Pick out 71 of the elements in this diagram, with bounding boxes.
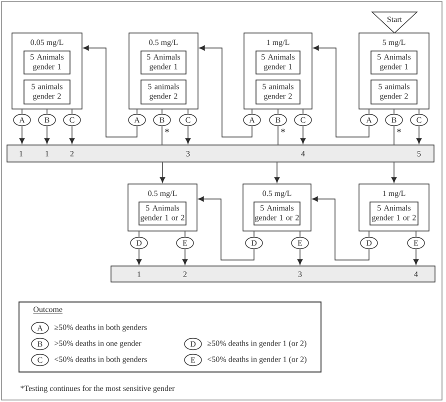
legend-text: ≥50% deaths in gender 1 (or 2) <box>208 340 306 348</box>
line <box>368 231 370 238</box>
animal-group-box: 5 Animals gender 1 <box>370 50 418 74</box>
legend-text: ≥50% deaths in both genders <box>54 324 147 332</box>
line <box>136 109 138 114</box>
legend-text: <50% deaths in gender 1 (or 2) <box>208 356 306 364</box>
legend-text: >50% deaths in one gender <box>54 340 142 348</box>
result-bar: 1 2 3 4 <box>110 266 436 282</box>
animal-group-box: 5 Animals gender 1 or 2 <box>138 202 186 226</box>
arrow <box>416 126 422 144</box>
outcome-oval: E <box>291 236 309 250</box>
outcome-oval: B <box>385 114 403 126</box>
arrow <box>199 45 252 138</box>
outcome-oval: E <box>407 236 425 250</box>
line <box>184 231 186 238</box>
line <box>302 109 304 114</box>
outcome-oval: A <box>360 114 378 126</box>
outcome-oval: A <box>13 114 31 126</box>
outcome-oval: A <box>128 114 146 126</box>
outcome-oval: B <box>38 114 56 126</box>
arrow <box>182 248 188 265</box>
line <box>418 109 420 114</box>
arrow <box>19 126 25 144</box>
arrow <box>274 162 280 183</box>
arrow <box>83 45 138 138</box>
outcome-oval: E <box>184 354 202 366</box>
outcome-oval: B <box>31 338 49 350</box>
line <box>46 109 48 114</box>
line <box>138 231 140 238</box>
asterisk: * <box>281 128 286 132</box>
arrow <box>136 248 142 265</box>
animal-group-box: 5 Animals gender 1 <box>256 50 300 74</box>
animal-group-box: 5 Animals gender 1 <box>140 50 186 74</box>
result-bar: 1 1 2 3 4 5 <box>6 144 434 162</box>
footnote: *Testing continues for the most sensitive gender <box>20 385 175 393</box>
arrow <box>44 126 50 144</box>
arrow <box>300 126 306 144</box>
legend-text: <50% deaths in both genders <box>54 356 147 364</box>
arrow <box>185 126 191 144</box>
outcome-oval: C <box>31 354 49 366</box>
outcome-oval: D <box>245 236 263 250</box>
animal-group-box: 5 animals gender 2 <box>370 80 418 104</box>
animal-group-box: 5 animals gender 2 <box>24 80 70 104</box>
asterisk: * <box>397 128 402 132</box>
outcome-oval: C <box>294 114 312 126</box>
outcome-oval: C <box>179 114 197 126</box>
animal-group-box: 5 Animals gender 1 <box>24 50 70 74</box>
outcome-oval: E <box>176 236 194 250</box>
arrow <box>413 248 419 265</box>
outcome-oval: D <box>184 338 202 350</box>
outcome-oval: D <box>130 236 148 250</box>
arrow <box>198 196 254 260</box>
arrow <box>160 162 166 183</box>
animal-group-box: 5 animals gender 2 <box>140 80 186 104</box>
outcome-oval: D <box>360 236 378 250</box>
arrow <box>391 162 397 183</box>
outcome-oval: B <box>269 114 287 126</box>
asterisk: * <box>165 128 170 132</box>
line <box>368 109 370 114</box>
arrow <box>297 248 303 265</box>
arrow <box>313 45 370 138</box>
animal-group-box: 5 animals gender 2 <box>256 80 300 104</box>
outcome-oval: C <box>410 114 428 126</box>
outcome-oval: A <box>243 114 261 126</box>
animal-group-box: 5 Animals gender 1 or 2 <box>370 202 418 226</box>
arrow <box>69 126 75 144</box>
arrow <box>312 196 370 260</box>
outcome-oval: B <box>153 114 171 126</box>
outcome-oval: A <box>31 322 49 334</box>
outcome-oval: C <box>63 114 81 126</box>
animal-group-box: 5 Animals gender 1 or 2 <box>254 202 300 226</box>
